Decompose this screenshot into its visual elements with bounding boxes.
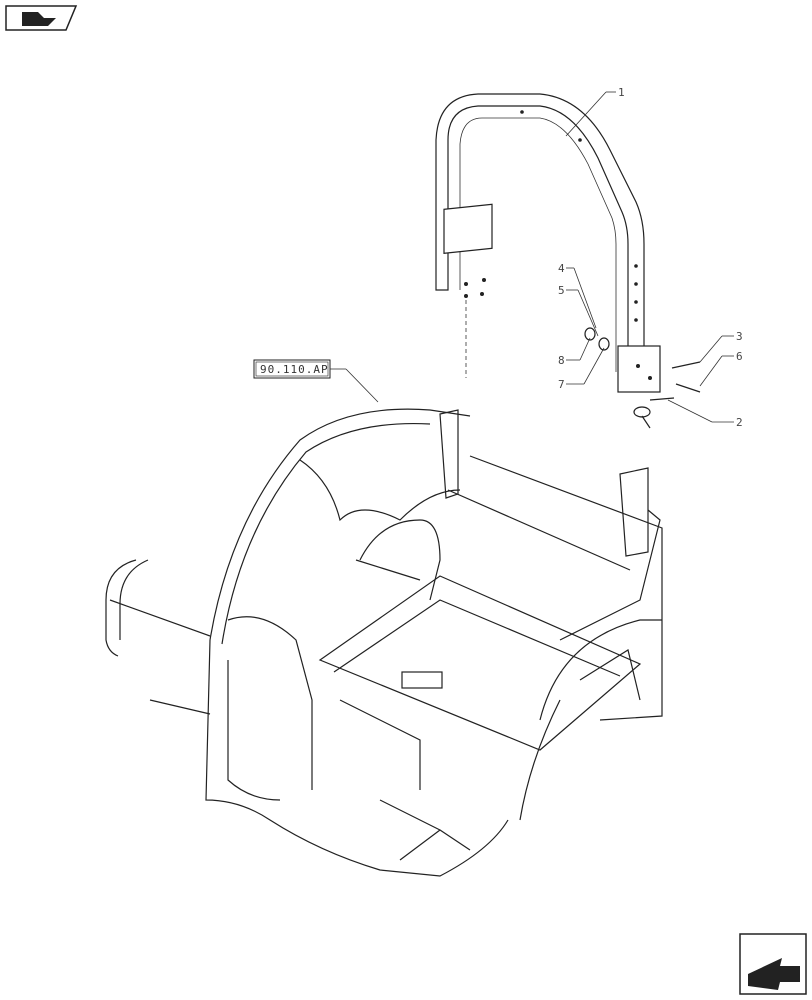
callout-6[interactable]: 6 <box>736 350 743 363</box>
callout-5[interactable]: 5 <box>558 284 565 297</box>
next-page-arrow-icon[interactable] <box>739 933 807 995</box>
callout-4[interactable]: 4 <box>558 262 565 275</box>
reference-label: 90.110.AP <box>260 363 329 376</box>
callout-3[interactable]: 3 <box>736 330 743 343</box>
callout-7[interactable]: 7 <box>558 378 565 391</box>
callout-2[interactable]: 2 <box>736 416 743 429</box>
callout-leaders <box>565 91 734 423</box>
callout-8[interactable]: 8 <box>558 354 565 367</box>
callout-1[interactable]: 1 <box>618 86 625 99</box>
hardware <box>584 327 701 429</box>
platform-assembly <box>105 408 663 877</box>
rops-frame <box>435 93 661 393</box>
reference-box[interactable]: 90.110.AP <box>253 359 379 403</box>
book-hand-icon[interactable] <box>5 5 78 31</box>
